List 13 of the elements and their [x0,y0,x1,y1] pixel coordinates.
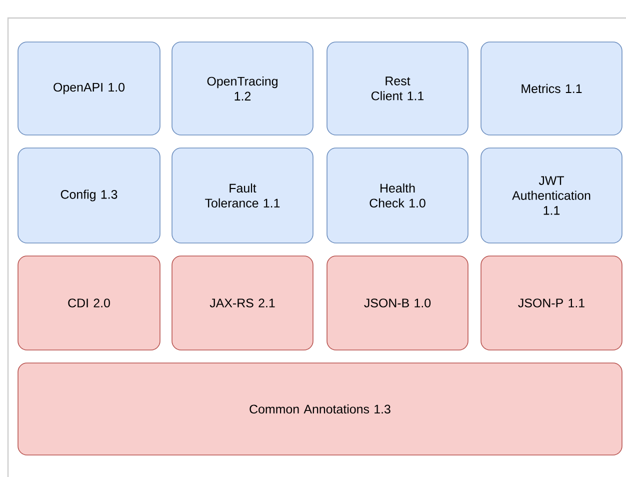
spec-box: Rest Client 1.1 [326,42,468,136]
spec-box: JAX-RS 2.1 [172,256,314,350]
spec-box: OpenTracing 1.2 [172,42,314,136]
spec-box: CDI 2.0 [18,256,160,350]
spec-box: JWT Authentication 1.1 [480,148,622,244]
spec-box: Config 1.3 [18,148,160,244]
spec-box: OpenAPI 1.0 [18,42,160,136]
spec-box: Metrics 1.1 [480,42,622,136]
spec-box: Common Annotations 1.3 [18,362,622,456]
spec-box: Health Check 1.0 [326,148,468,244]
spec-box: JSON-P 1.1 [480,256,622,350]
spec-box: Fault Tolerance 1.1 [172,148,314,244]
spec-box: JSON-B 1.0 [326,256,468,350]
